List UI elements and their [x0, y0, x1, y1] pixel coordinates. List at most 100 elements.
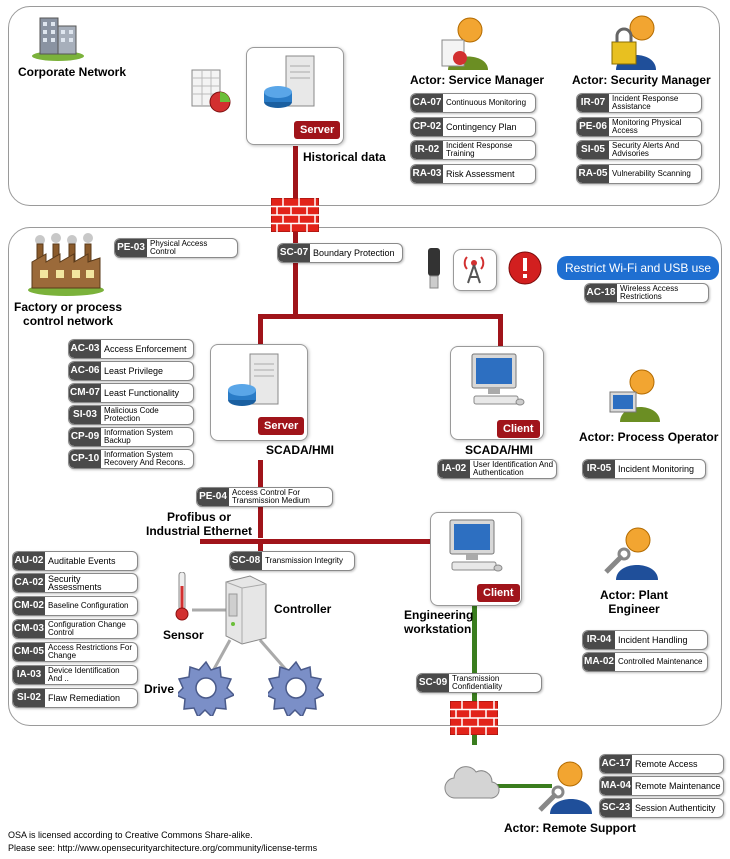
control-code: MA-02: [583, 653, 615, 671]
remote-line-h: [492, 784, 552, 788]
control-code: PE-04: [197, 488, 229, 506]
profibus-label: Profibus or Industrial Ethernet: [146, 510, 253, 538]
control-code: IR-07: [577, 94, 609, 112]
server-icon: [228, 353, 279, 406]
control-text: Access Enforcement: [104, 344, 187, 354]
control-code: IR-04: [583, 631, 615, 649]
control-text: Flaw Remediation: [48, 693, 121, 703]
control-code: CP-09: [69, 428, 101, 446]
scada-hmi-client-label: SCADA/HMI: [465, 443, 533, 457]
field-bus-line: [200, 539, 432, 544]
control-text: Session Authenticity: [635, 803, 716, 813]
uplink-line: [293, 146, 298, 318]
controller-label: Controller: [274, 602, 332, 616]
controller-icon: [225, 575, 267, 645]
gear-icon: [178, 660, 234, 716]
control-code: CP-02: [411, 118, 443, 136]
server-badge: Server: [294, 121, 341, 139]
scada-client-drop: [498, 314, 503, 346]
control-code: SC-08: [230, 552, 262, 570]
firewall-icon: [271, 198, 319, 232]
actor-service-manager-label: Actor: Service Manager: [410, 73, 545, 87]
control-text: Access Restrictions For Change: [48, 643, 133, 660]
restrict-wifi-usb-button[interactable]: Restrict Wi-Fi and USB use: [557, 256, 720, 280]
control-text: Least Privilege: [104, 366, 164, 376]
control-text: Access Control For Transmission Medium: [232, 488, 310, 505]
control-text: Contingency Plan: [446, 122, 517, 132]
control-text: Configuration Change Control: [48, 620, 126, 637]
historical-data-label: Historical data: [303, 150, 386, 164]
engineering-workstation-label: Engineering workstation: [404, 608, 474, 636]
control-text: Incident Response Training: [446, 141, 513, 158]
process-operator-actor-icon: [609, 369, 660, 422]
control-text: Vulnerability Scanning: [612, 169, 691, 178]
actor-plant-engineer-label: Actor: Plant Engineer: [600, 588, 669, 616]
control-text: Security Alerts And Advisories: [612, 141, 680, 158]
control-text: Baseline Configuration: [48, 601, 129, 610]
control-text: Least Functionality: [104, 388, 180, 398]
license-url[interactable]: Please see: http://www.opensecurityarchi…: [8, 843, 318, 853]
scada-bus-line: [258, 314, 502, 319]
control-text: Physical Access Control: [150, 239, 208, 256]
factory-network-label: Factory or process control network: [14, 300, 123, 328]
control-text: Transmission Confidentiality: [452, 674, 503, 691]
thermometer-icon: [175, 572, 189, 621]
license-line: OSA is licensed according to Creative Co…: [8, 830, 253, 840]
control-text: Malicious Code Protection: [104, 406, 159, 423]
control-text: Continuous Monitoring: [446, 98, 527, 107]
control-text: Transmission Integrity: [265, 556, 343, 565]
control-text: Security Assessments: [48, 574, 102, 592]
scada-hmi-server-label: SCADA/HMI: [266, 443, 334, 457]
control-text: Remote Access: [635, 759, 698, 769]
scada-server-drop: [258, 314, 263, 344]
report-icon: [191, 69, 231, 113]
control-code: IA-03: [13, 666, 45, 684]
usb-stick-icon: [428, 248, 440, 289]
control-code: RA-05: [577, 165, 609, 183]
control-text: Auditable Events: [48, 556, 116, 566]
control-code: AU-02: [13, 552, 45, 570]
server-badge: Server: [258, 417, 305, 435]
control-code: SC-23: [600, 799, 632, 817]
control-code: AC-17: [600, 755, 632, 773]
sensor-label: Sensor: [163, 628, 204, 642]
control-text: User Identification And Authentication: [473, 460, 554, 477]
control-code: IA-02: [438, 460, 470, 478]
factory-icon: [28, 233, 104, 296]
control-code: AC-03: [69, 340, 101, 358]
